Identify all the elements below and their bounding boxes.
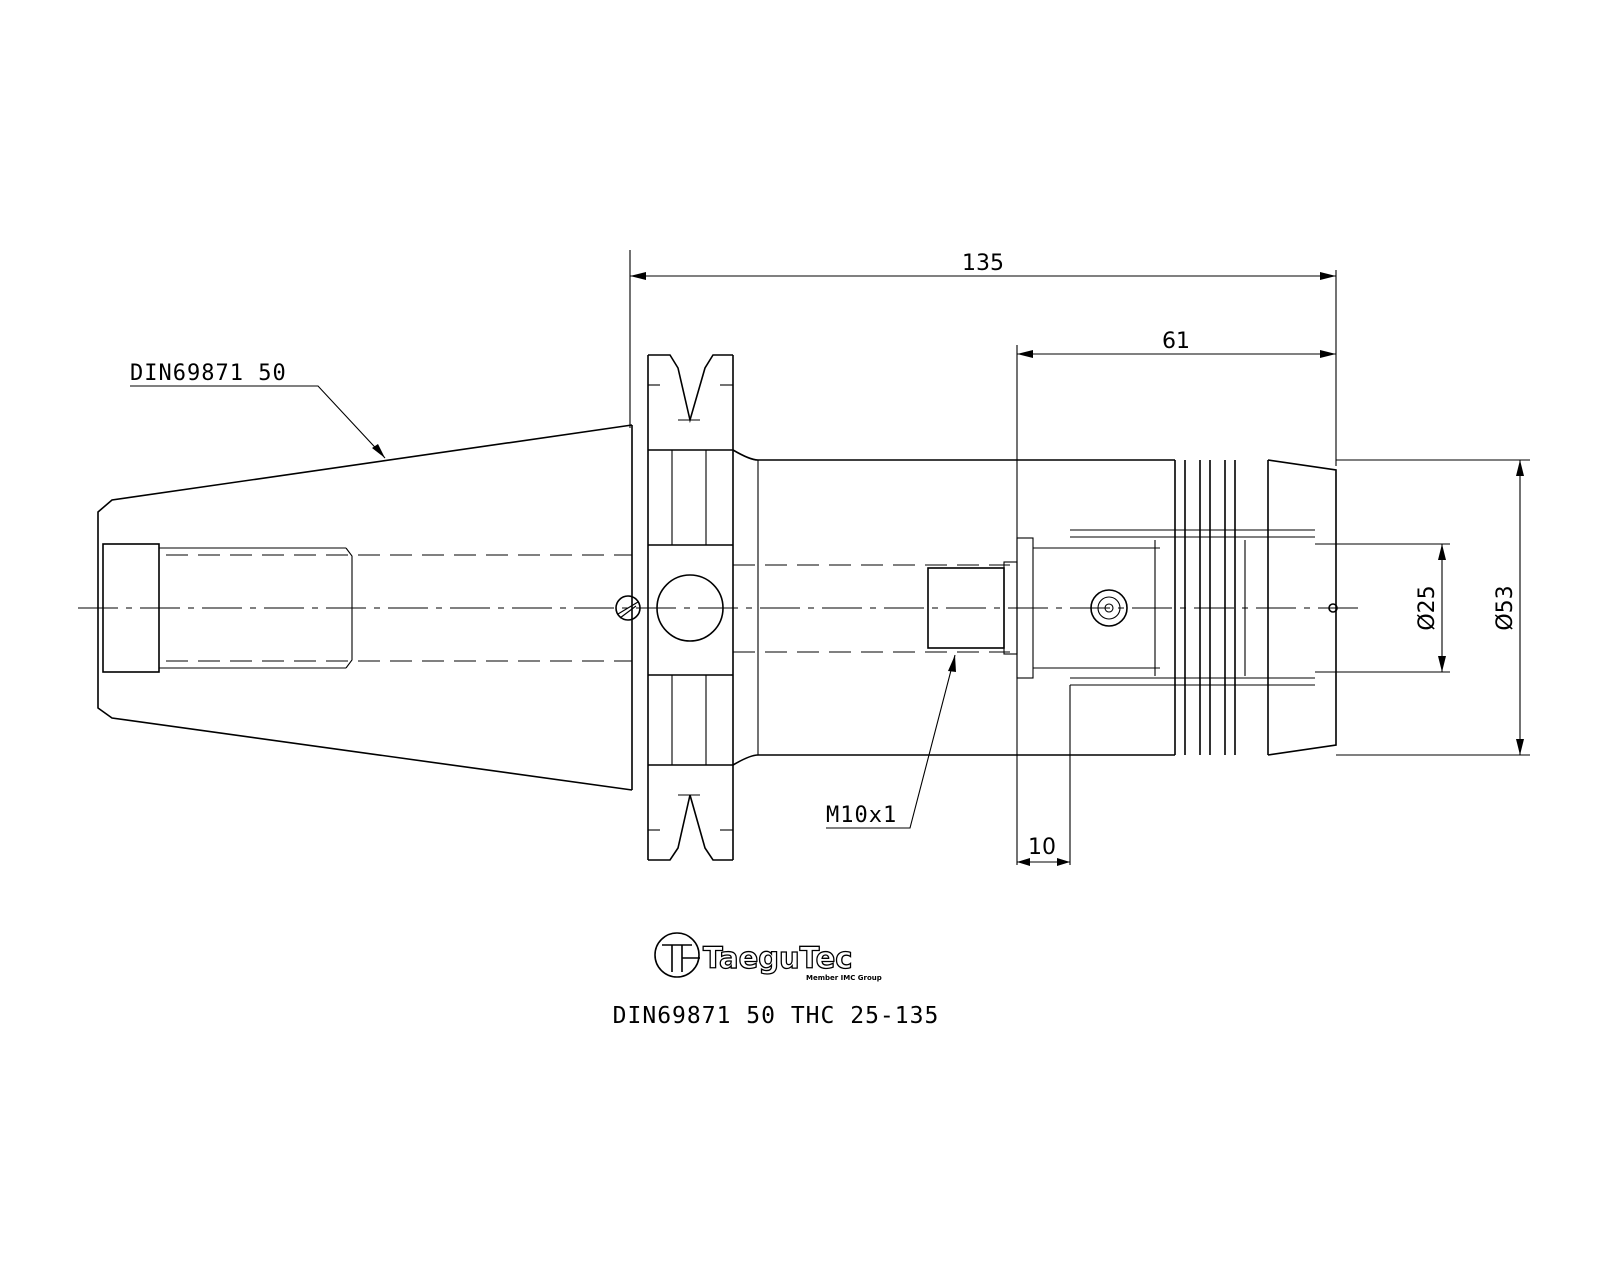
logo-subtitle: Member IMC Group xyxy=(806,974,882,982)
dimension-135: 135 xyxy=(629,250,1337,466)
callout-taper-standard-label: DIN69871 50 xyxy=(130,361,287,386)
dimension-61-label: 61 xyxy=(1162,329,1190,354)
dimension-outer-diameter: Ø53 xyxy=(1336,459,1530,756)
dimension-10-label: 10 xyxy=(1028,835,1056,860)
dimension-10: 10 xyxy=(1017,835,1070,866)
logo-emblem-icon xyxy=(654,932,700,978)
callout-thread-label: M10x1 xyxy=(826,803,897,828)
dimension-outer-diameter-label: Ø53 xyxy=(1493,585,1518,630)
taper-shank xyxy=(97,424,641,791)
taegutec-logo: TaeguTec Member IMC Group xyxy=(654,932,882,982)
dimension-135-label: 135 xyxy=(962,251,1004,276)
dimension-61: 61 xyxy=(1016,329,1336,865)
dimension-bore-diameter: Ø25 xyxy=(1315,543,1450,673)
clamp-sleeve xyxy=(1069,459,1338,865)
logo-name: TaeguTec xyxy=(703,941,852,975)
callout-taper-standard: DIN69871 50 xyxy=(130,361,386,459)
callout-thread: M10x1 xyxy=(826,654,956,829)
flange xyxy=(647,354,734,861)
dimension-bore-diameter-label: Ø25 xyxy=(1415,585,1440,630)
drawing-caption: DIN69871 50 THC 25-135 xyxy=(613,1003,940,1029)
